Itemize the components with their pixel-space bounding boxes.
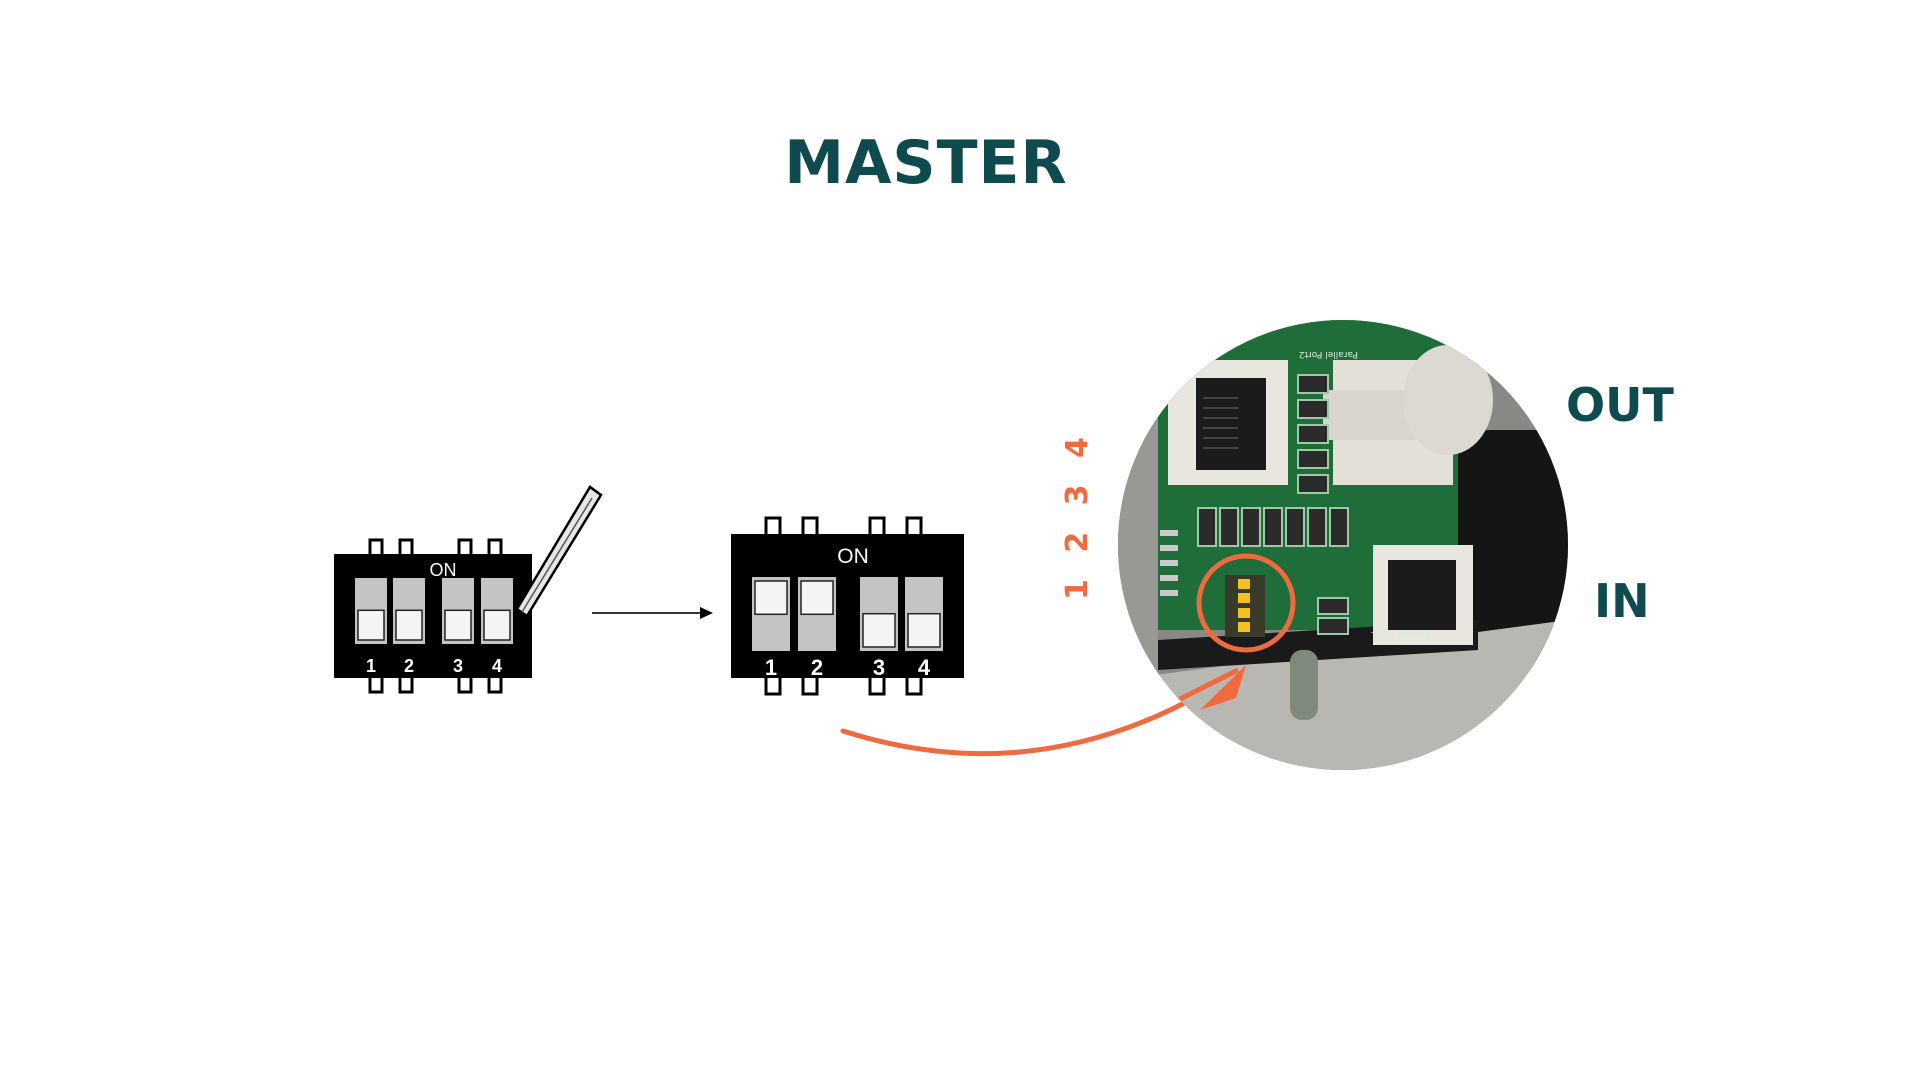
dip-switch-1: 1 [752,577,790,680]
dip-switch-number: 4 [492,656,502,676]
dip-switch-4: 4 [481,578,513,676]
dip-switch-knob [907,612,941,648]
dip-after-on-label: ON [837,545,869,568]
dip-switch-3: 3 [860,577,898,680]
dip-switch-2: 2 [393,578,425,676]
pcb-photo: Parallel Port1 Parallel Port2 [1118,320,1568,770]
dip-switch-knob [862,612,896,648]
dip-switch-number: 3 [453,656,463,676]
board-label-port2: Parallel Port2 [1299,349,1358,359]
dip-switch-knob [754,580,788,616]
in-label: IN [1594,574,1650,628]
tool-icon [515,485,603,618]
dip-switch-4: 4 [905,577,943,680]
page-title: MASTER [784,128,1068,198]
dip-switch-2: 2 [798,577,836,680]
dip-switch-number: 4 [918,655,931,680]
black-arrow-icon [592,607,713,619]
dip-switch-number: 2 [404,656,414,676]
dip-switch-number: 1 [366,656,376,676]
dip-switch-3: 3 [442,578,474,676]
dip-before-on-label: ON [430,560,457,580]
switch-number-label: 1 2 3 4 [1060,429,1095,600]
dip-switch-knob [395,609,423,641]
dip-switch-number: 3 [873,655,885,680]
dip-switch-number: 2 [811,655,823,680]
dip-switch-1: 1 [355,578,387,676]
board-label-port1: Parallel Port1 [1371,629,1430,639]
dip-switch-knob [483,609,511,641]
dip-switch-knob [357,609,385,641]
out-label: OUT [1566,378,1674,432]
dip-switch-number: 1 [765,655,777,680]
dip-switch-knob [444,609,472,641]
dip-switch-knob [800,580,834,616]
